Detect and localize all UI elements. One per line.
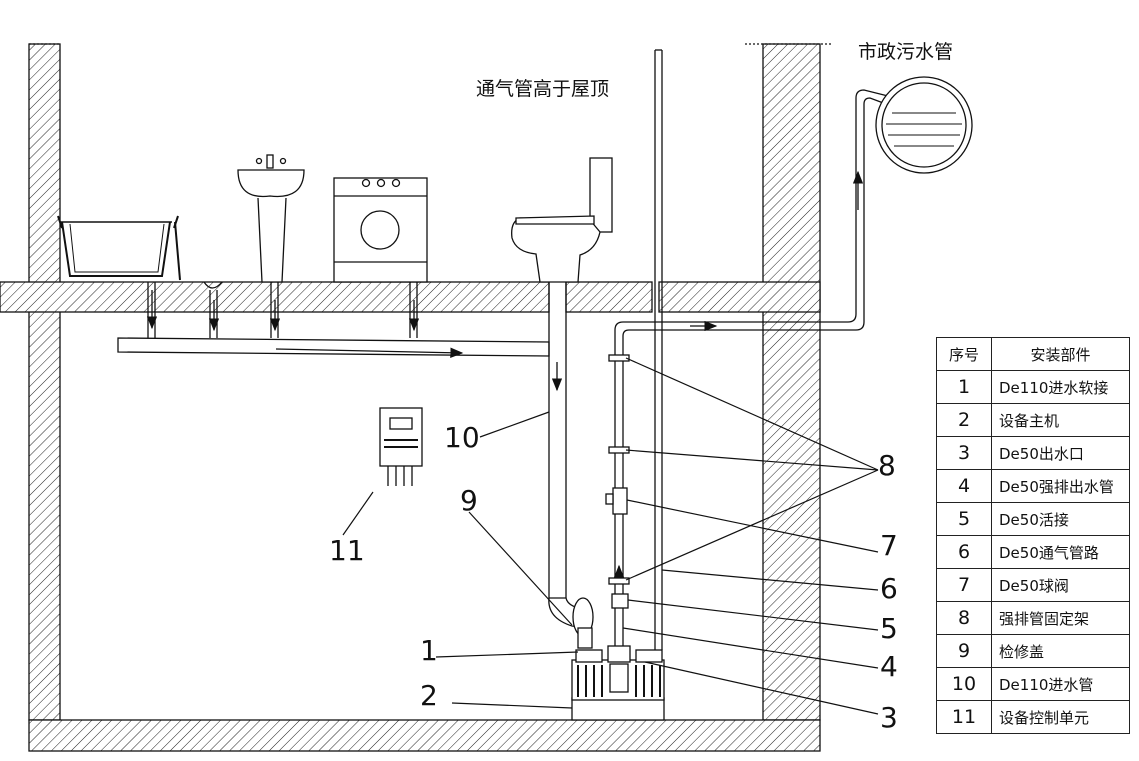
row-number: 2	[936, 403, 992, 437]
right-wall	[762, 43, 821, 721]
header-no: 序号	[936, 337, 992, 371]
municipal-pipe-label: 市政污水管	[858, 41, 953, 63]
bathtub-fixture	[57, 215, 181, 281]
control-unit	[379, 407, 423, 486]
row-part: 检修盖	[991, 634, 1130, 668]
row-part: De50出水口	[991, 436, 1130, 470]
leader-lines	[342, 357, 879, 715]
callout-2: 2	[420, 679, 438, 712]
row-part: 强排管固定架	[991, 601, 1130, 635]
row-number: 7	[936, 568, 992, 602]
row-part: De50活接	[991, 502, 1130, 536]
callout-8: 8	[878, 449, 896, 482]
row-part: De50球阀	[991, 568, 1130, 602]
row-number: 11	[936, 700, 992, 734]
row-part: De110进水管	[991, 667, 1130, 701]
discharge-pipe	[605, 89, 889, 650]
callout-11: 11	[329, 534, 365, 567]
building-structure	[0, 43, 832, 752]
row-number: 8	[936, 601, 992, 635]
callout-1: 1	[420, 634, 438, 667]
callout-9: 9	[460, 484, 478, 517]
header-part: 安装部件	[991, 337, 1130, 371]
drainage-pipes	[117, 281, 567, 598]
row-number: 1	[936, 370, 992, 404]
inlet-elbow	[548, 597, 594, 649]
row-part: De50强排出水管	[991, 469, 1130, 503]
callout-7: 7	[880, 529, 898, 562]
row-number: 4	[936, 469, 992, 503]
row-number: 5	[936, 502, 992, 536]
callout-6: 6	[880, 572, 898, 605]
vent-note-label: 通气管高于屋顶	[476, 78, 609, 100]
pipe-bracket	[608, 354, 630, 362]
floor-slab-mid	[565, 281, 653, 313]
row-number: 10	[936, 667, 992, 701]
pump-unit	[571, 645, 665, 721]
municipal-sewer	[875, 76, 973, 174]
toilet-fixture	[511, 157, 613, 283]
row-number: 6	[936, 535, 992, 569]
row-part: De110进水软接	[991, 370, 1130, 404]
callout-10: 10	[444, 421, 480, 454]
union-joint	[611, 593, 629, 609]
callout-3: 3	[880, 701, 898, 734]
row-part: 设备主机	[991, 403, 1130, 437]
left-wall	[28, 43, 61, 721]
row-number: 3	[936, 436, 992, 470]
washing-machine-fixture	[333, 177, 428, 283]
row-number: 9	[936, 634, 992, 668]
floor-slab-right	[658, 281, 821, 313]
parts-table-header: 序号 安装部件	[936, 337, 1130, 371]
ball-valve	[612, 487, 628, 515]
callout-4: 4	[880, 650, 898, 683]
callout-5: 5	[880, 612, 898, 645]
vent-pipe	[654, 49, 663, 650]
ground-slab	[28, 719, 821, 752]
pipe-bracket	[608, 577, 630, 585]
row-part: De50通气管路	[991, 535, 1130, 569]
washbasin-fixture	[237, 154, 305, 283]
row-part: 设备控制单元	[991, 700, 1130, 734]
